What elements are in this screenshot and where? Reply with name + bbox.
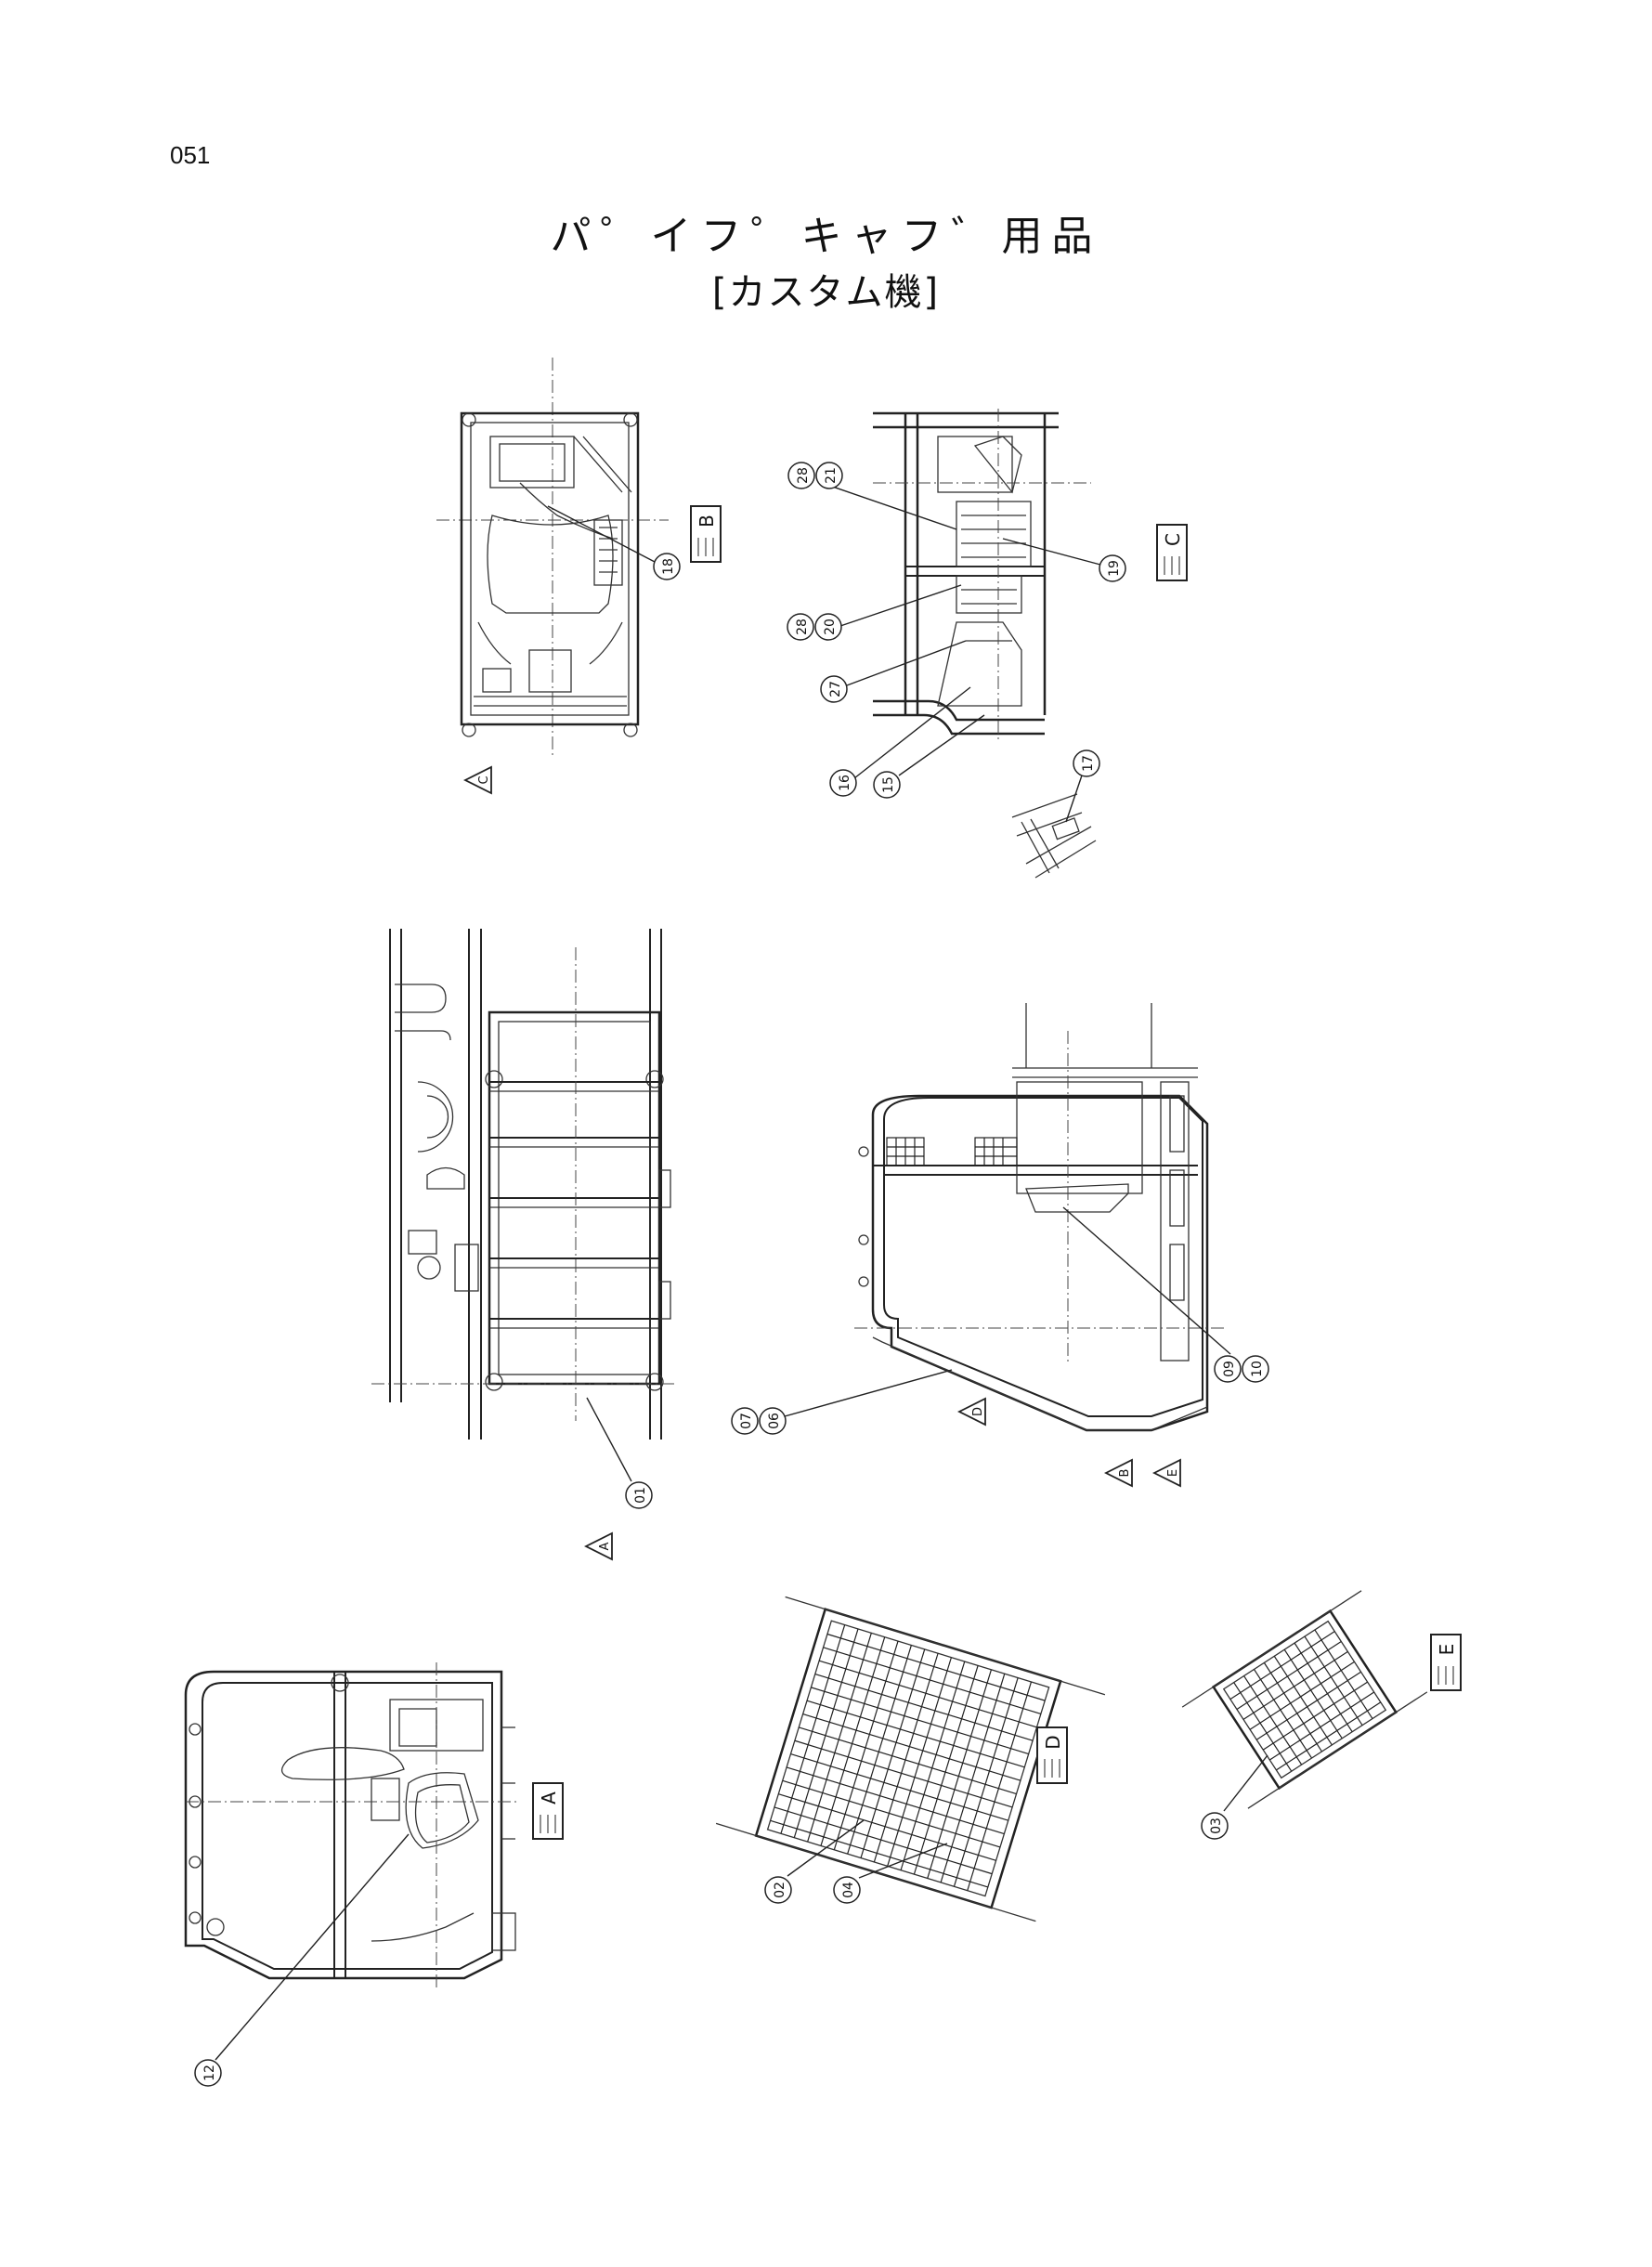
svg-text:07: 07: [739, 1413, 754, 1429]
callout-28b: 28: [787, 613, 814, 641]
view-arrow-e: E: [1151, 1458, 1181, 1488]
callout-03: 03: [1201, 1812, 1229, 1840]
callout-06: 06: [759, 1407, 787, 1435]
svg-text:19: 19: [1107, 560, 1122, 577]
svg-text:28: 28: [795, 619, 810, 635]
svg-text:02: 02: [773, 1882, 787, 1898]
svg-text:D: D: [1042, 1735, 1064, 1749]
svg-text:10: 10: [1250, 1361, 1265, 1377]
view-a-drawing: [184, 1662, 520, 1987]
page-title: パ゜イフ゜キャフ゛用品: [550, 213, 1102, 260]
callout-21: 21: [815, 462, 843, 489]
view-tag-d: D: [1036, 1726, 1068, 1784]
svg-text:27: 27: [828, 681, 843, 697]
svg-text:E: E: [1166, 1469, 1180, 1477]
view-b-drawing: [436, 358, 669, 757]
view-tag-b: B: [690, 505, 722, 563]
svg-text:E: E: [1436, 1644, 1458, 1656]
svg-text:04: 04: [841, 1882, 856, 1898]
callout-15: 15: [873, 771, 901, 799]
svg-text:15: 15: [881, 776, 896, 793]
svg-text:21: 21: [824, 467, 839, 484]
callout-18: 18: [653, 553, 681, 580]
callout-01: 01: [625, 1481, 653, 1509]
platform-drawing: [854, 1003, 1226, 1432]
svg-text:03: 03: [1209, 1818, 1224, 1834]
page-subtitle: [カスタム機]: [711, 271, 941, 314]
callout-19: 19: [1099, 554, 1126, 582]
callout-09: 09: [1214, 1355, 1242, 1383]
svg-text:12: 12: [202, 2065, 217, 2081]
callout-28a: 28: [787, 462, 815, 489]
svg-text:B: B: [696, 515, 718, 528]
view-arrow-a: A: [583, 1531, 613, 1561]
svg-text:28: 28: [796, 467, 811, 484]
page-number: 051: [170, 141, 211, 169]
svg-text:C: C: [1162, 533, 1184, 546]
steps-drawing: [371, 929, 678, 1440]
svg-text:B: B: [1118, 1469, 1132, 1478]
svg-text:C: C: [477, 775, 491, 784]
svg-text:A: A: [538, 1791, 560, 1804]
callout-07: 07: [731, 1407, 759, 1435]
svg-text:20: 20: [823, 619, 838, 635]
svg-text:17: 17: [1081, 755, 1096, 772]
callout-20: 20: [814, 613, 842, 641]
view-tag-a: A: [532, 1782, 564, 1840]
view-tag-c: C: [1156, 524, 1188, 581]
callout-02: 02: [764, 1876, 792, 1904]
svg-text:A: A: [598, 1542, 612, 1550]
callout-12: 12: [194, 2059, 222, 2087]
callout-27: 27: [820, 675, 848, 703]
callout-04: 04: [833, 1876, 861, 1904]
view-arrow-c: C: [462, 765, 492, 795]
view-e-drawing: [1181, 1590, 1428, 1809]
svg-text:09: 09: [1222, 1361, 1237, 1377]
svg-text:D: D: [971, 1407, 985, 1416]
svg-text:01: 01: [633, 1487, 648, 1504]
callout-17: 17: [1073, 749, 1100, 777]
svg-text:18: 18: [661, 558, 676, 575]
svg-text:16: 16: [838, 775, 852, 791]
callout-16: 16: [829, 769, 857, 797]
svg-text:06: 06: [767, 1413, 782, 1429]
view-arrow-d: D: [956, 1397, 986, 1427]
callout-10: 10: [1242, 1355, 1269, 1383]
view-tag-e: E: [1430, 1634, 1462, 1691]
view-c-drawing: [873, 409, 1097, 879]
view-arrow-b: B: [1103, 1458, 1133, 1488]
